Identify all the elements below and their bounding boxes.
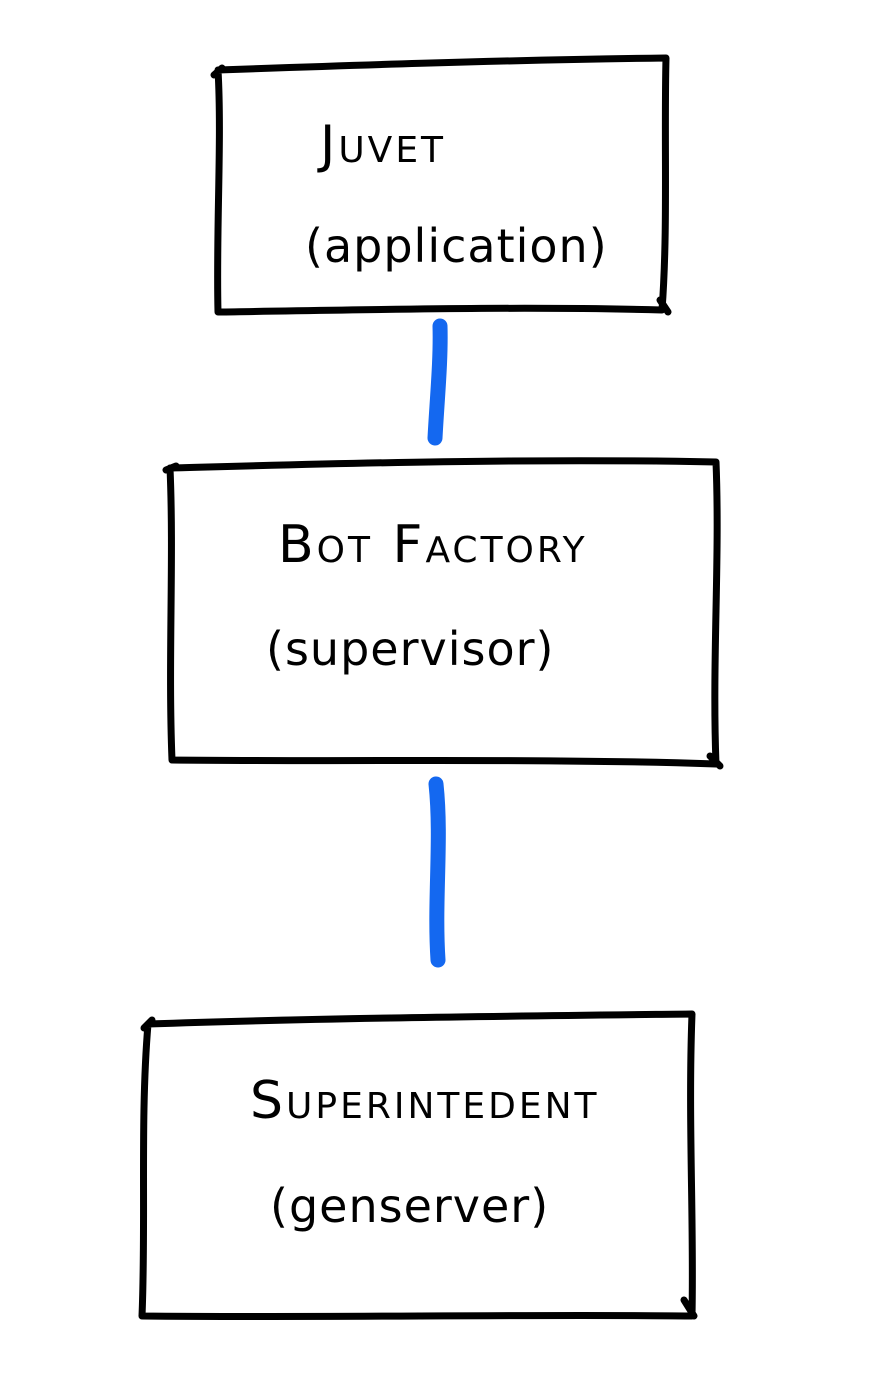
connector-juvet-to-bot-factory — [427, 318, 448, 446]
node-bot-factory-subtitle: (supervisor) — [266, 622, 554, 676]
node-bot-factory-border — [162, 457, 724, 770]
node-juvet: Juvet (application) — [210, 54, 672, 316]
node-superintedent-subtitle: (genserver) — [270, 1179, 549, 1233]
node-superintedent-title: Superintedent — [250, 1071, 600, 1131]
node-juvet-border — [210, 54, 672, 316]
node-bot-factory: Bot Factory (supervisor) — [162, 457, 724, 770]
node-bot-factory-title: Bot Factory — [278, 515, 588, 575]
node-superintedent-border — [138, 1010, 698, 1321]
connector-bot-factory-to-superintedent — [428, 776, 446, 968]
node-juvet-title: Juvet — [317, 115, 446, 175]
node-superintedent: Superintedent (genserver) — [138, 1010, 698, 1321]
node-juvet-subtitle: (application) — [305, 219, 608, 273]
